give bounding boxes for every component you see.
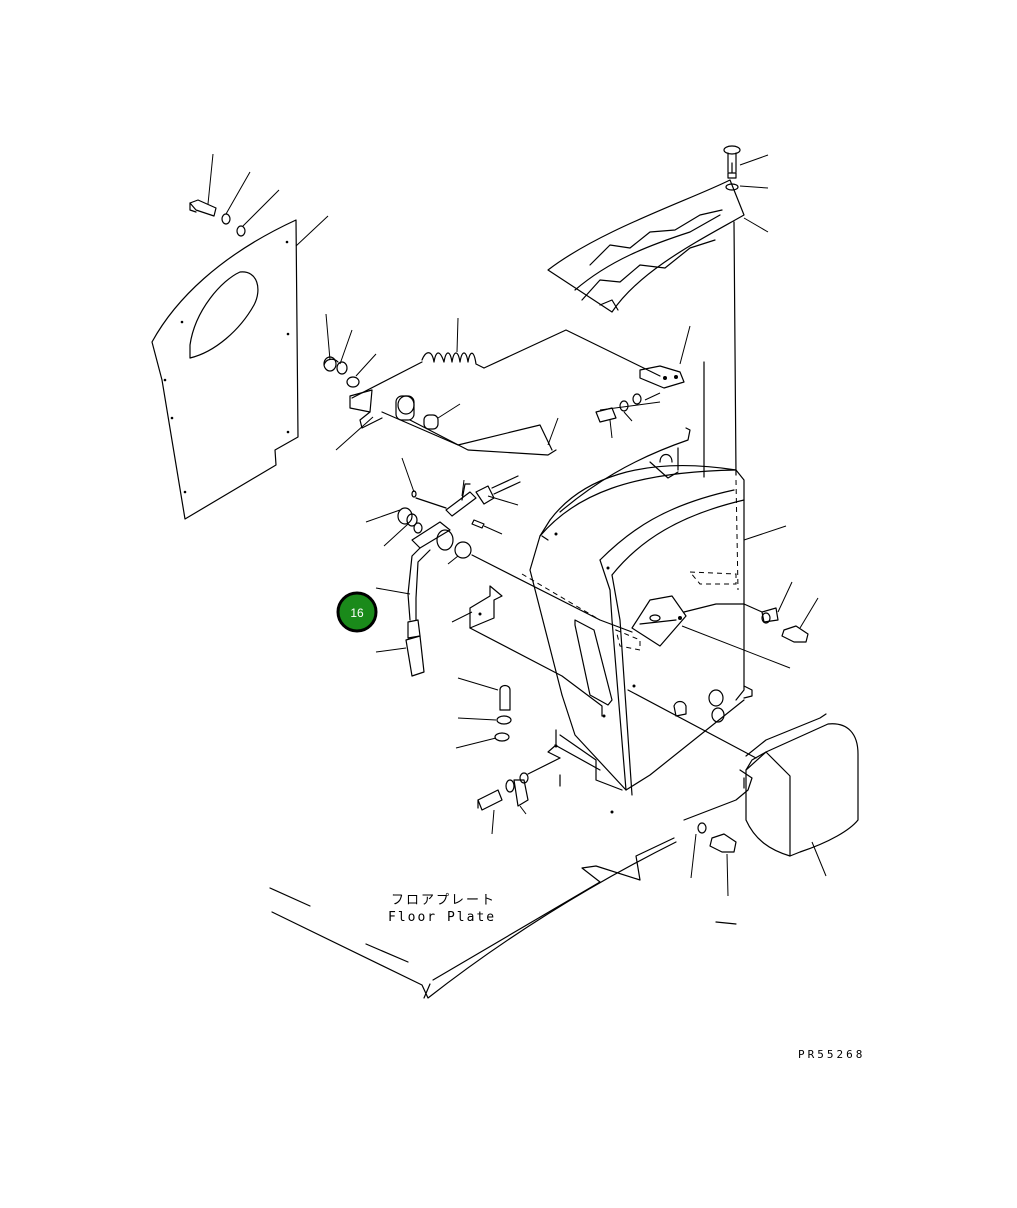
callout-16[interactable]: 16 <box>336 591 378 633</box>
drawing-code: PR55268 <box>798 1048 865 1061</box>
right-cover <box>627 689 859 925</box>
top-left-bolt-set <box>189 153 329 247</box>
left-side-panel <box>151 219 299 520</box>
lower-bracket-set <box>451 585 614 835</box>
shift-guide-plate <box>547 145 769 313</box>
floor-plate-label-en: Floor Plate <box>388 910 496 925</box>
console-housing <box>529 427 787 796</box>
spring-linkage <box>323 313 661 456</box>
vertical-rod <box>733 221 739 591</box>
floor-plate-label-jp: フロアプレート <box>391 893 496 908</box>
lever-assembly <box>365 457 633 677</box>
pivot-bracket <box>631 581 819 669</box>
spring-bracket <box>595 325 705 478</box>
floor-plate: フロアプレート Floor Plate <box>269 837 677 999</box>
callout-number: 16 <box>350 606 364 620</box>
